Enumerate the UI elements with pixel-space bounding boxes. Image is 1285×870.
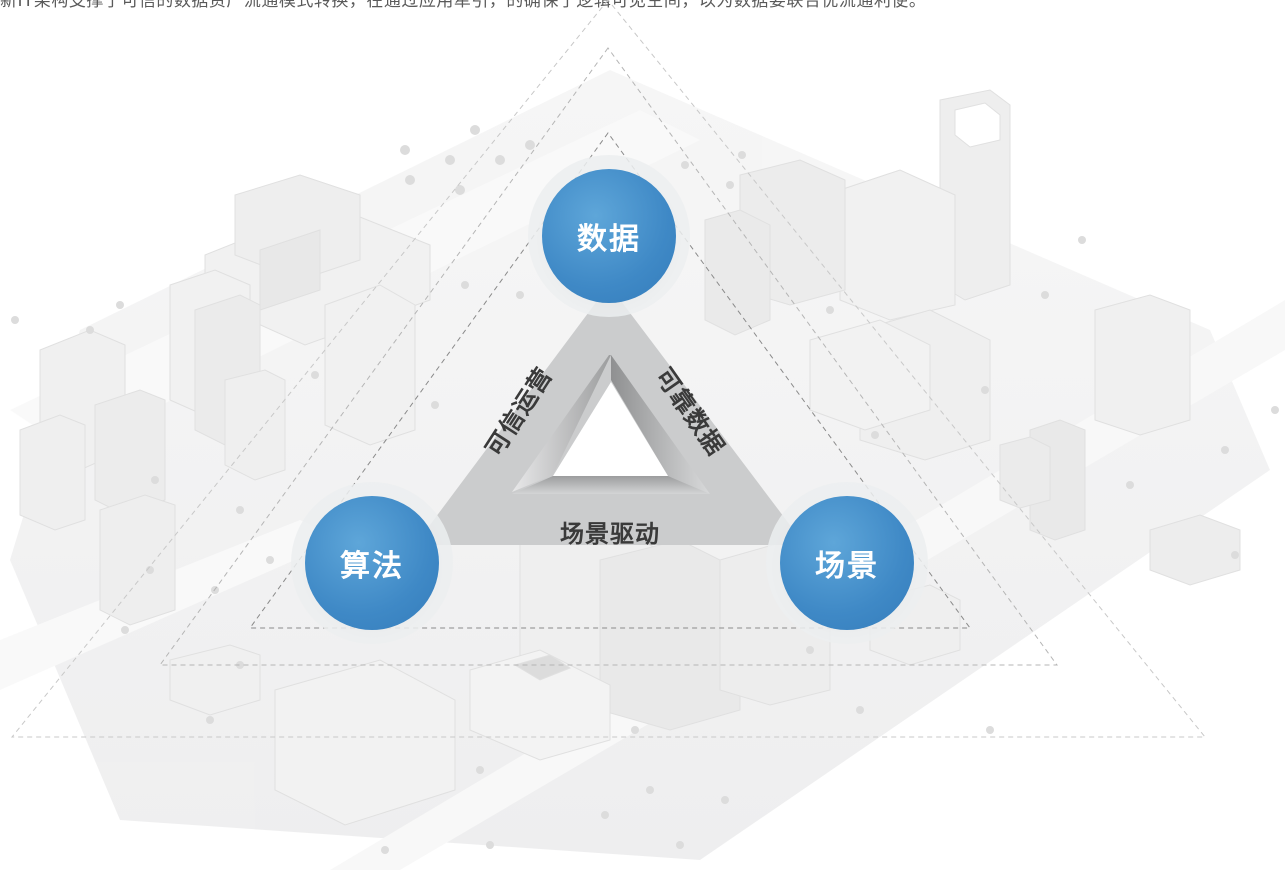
node-data: 数据: [542, 169, 676, 303]
node-scenario: 场景: [780, 496, 914, 630]
bevel-bottom: [512, 476, 710, 494]
center-triangle: [415, 285, 805, 545]
bevel-right: [611, 355, 710, 494]
city-buildings: [19, 89, 1241, 826]
dashed-triangle-middle: [159, 47, 1058, 666]
node-algorithm: 算法: [305, 496, 439, 630]
edge-label-bottom: 场景驱动: [560, 520, 660, 548]
city-trees: [11, 125, 1279, 854]
caption-text: 新IT架构支撑了可信的数据资产流通模式转换，在通过应用牵引，的确保了逻辑可见空间…: [0, 0, 927, 11]
dashed-triangles: [10, 0, 1207, 738]
inner-hole: [553, 382, 668, 476]
bevel-left: [512, 355, 611, 492]
